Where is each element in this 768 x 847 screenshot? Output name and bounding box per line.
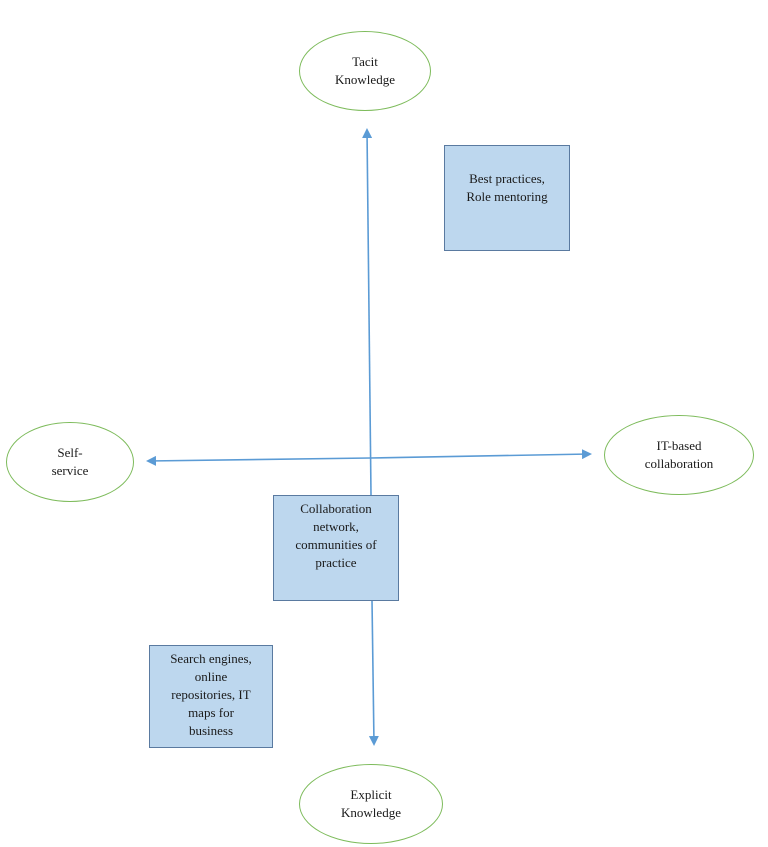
arrow-down-to-explicit [368, 599, 379, 746]
node-tacit-knowledge: Tacit Knowledge [299, 31, 431, 111]
node-self-service: Self- service [6, 422, 134, 502]
arrow-left-to-self-service [146, 455, 371, 466]
node-it-based-collaboration: IT-based collaboration [604, 415, 754, 495]
arrow-up-to-tacit [362, 128, 373, 496]
arrow-right-to-it-collaboration [369, 449, 592, 460]
box-collaboration-network: Collaboration network, communities of pr… [273, 495, 399, 601]
node-explicit-knowledge: Explicit Knowledge [299, 764, 443, 844]
box-best-practices: Best practices, Role mentoring [444, 145, 570, 251]
box-search-engines: Search engines, online repositories, IT … [149, 645, 273, 748]
